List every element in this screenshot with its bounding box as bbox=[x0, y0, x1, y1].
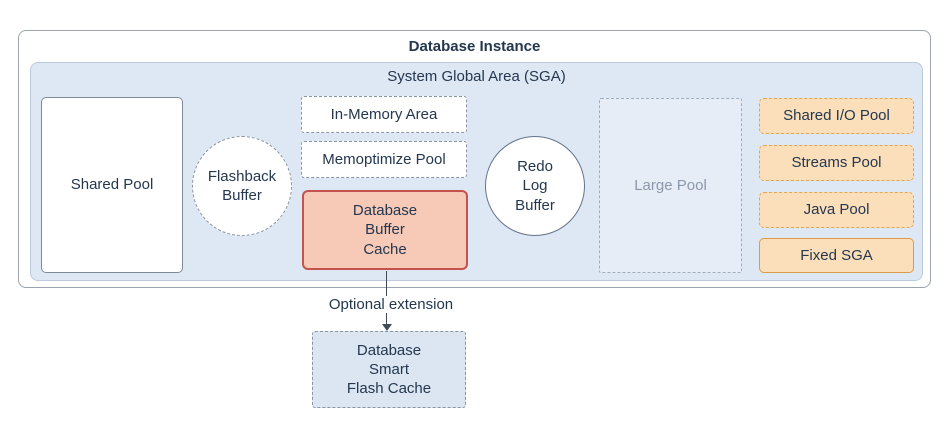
flashback-buffer-node: Flashback Buffer bbox=[192, 136, 292, 236]
database-instance-title: Database Instance bbox=[408, 38, 541, 55]
java-pool-node: Java Pool bbox=[759, 192, 914, 228]
large-pool-node: Large Pool bbox=[599, 98, 742, 273]
database-smart-flash-cache-node: Database Smart Flash Cache bbox=[312, 331, 466, 408]
memoptimize-pool-node: Memoptimize Pool bbox=[301, 141, 467, 178]
in-memory-area-node: In-Memory Area bbox=[301, 96, 467, 133]
optional-extension-label: Optional extension bbox=[323, 296, 459, 313]
sga-title: System Global Area (SGA) bbox=[387, 68, 566, 85]
arrow-down-icon bbox=[382, 324, 392, 331]
redo-log-buffer-node: Redo Log Buffer bbox=[485, 136, 585, 236]
shared-pool-node: Shared Pool bbox=[41, 97, 183, 273]
fixed-sga-node: Fixed SGA bbox=[759, 238, 914, 273]
shared-io-pool-node: Shared I/O Pool bbox=[759, 98, 914, 134]
streams-pool-node: Streams Pool bbox=[759, 145, 914, 181]
database-buffer-cache-node: Database Buffer Cache bbox=[302, 190, 468, 270]
